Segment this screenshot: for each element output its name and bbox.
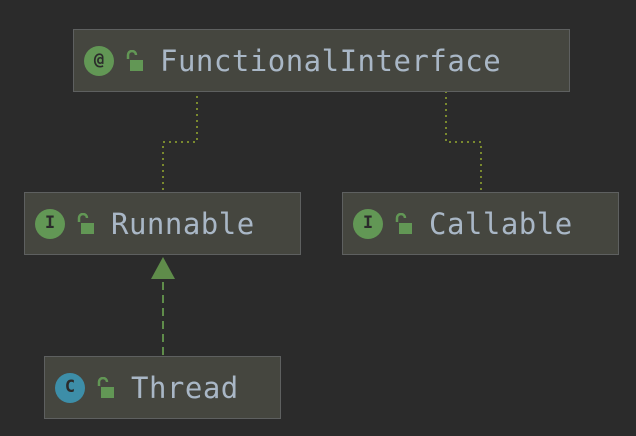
node-label: FunctionalInterface xyxy=(160,43,502,78)
node-callable[interactable]: I Callable xyxy=(342,192,619,255)
node-label: Thread xyxy=(131,370,239,405)
unlocked-icon xyxy=(77,212,94,234)
annotation-glyph: @ xyxy=(93,50,105,70)
node-label: Runnable xyxy=(111,206,255,241)
class-icon: C xyxy=(55,372,85,403)
unlocked-icon xyxy=(126,49,143,71)
annotation-icon: @ xyxy=(84,45,114,76)
class-glyph: C xyxy=(64,377,76,397)
interface-glyph: I xyxy=(362,213,374,233)
unlocked-icon xyxy=(395,212,412,234)
interface-glyph: I xyxy=(44,213,56,233)
interface-icon: I xyxy=(35,208,65,239)
node-functionalinterface[interactable]: @ FunctionalInterface xyxy=(73,29,570,92)
node-label: Callable xyxy=(429,206,573,241)
implements-arrowhead xyxy=(151,257,175,279)
node-runnable[interactable]: I Runnable xyxy=(24,192,301,255)
edge-runnable-to-functionalinterface xyxy=(162,92,198,190)
edge-callable-to-functionalinterface xyxy=(445,92,482,190)
unlocked-icon xyxy=(97,376,114,398)
node-thread[interactable]: C Thread xyxy=(44,356,281,419)
interface-icon: I xyxy=(353,208,383,239)
